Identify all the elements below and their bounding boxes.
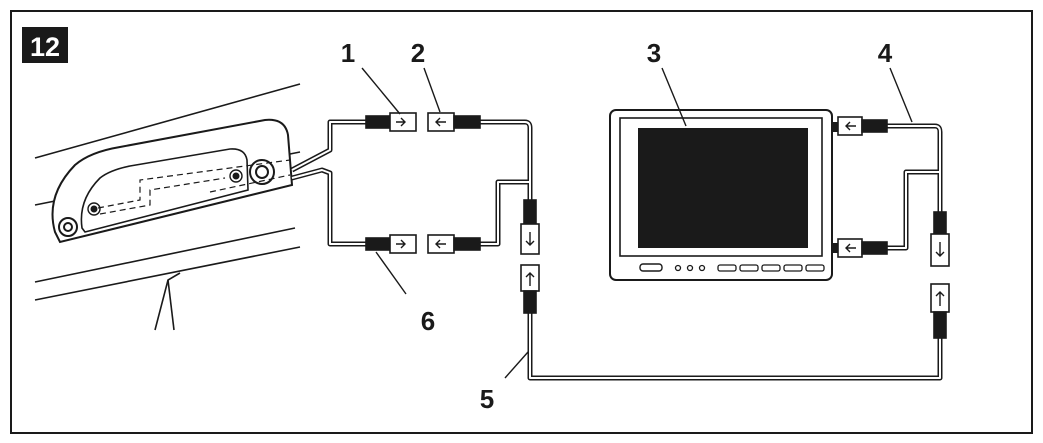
leader-lines [361, 67, 913, 379]
step-number: 12 [30, 32, 60, 62]
monitor-connector-bottom [837, 238, 888, 258]
hidden-cables [97, 159, 291, 215]
connector-bottom-female [427, 234, 481, 254]
callout-1: 1 [341, 38, 355, 68]
right-plug-upper [930, 211, 950, 267]
callout-4: 4 [878, 38, 893, 68]
callout-2: 2 [411, 38, 425, 68]
junction-plug-upper [520, 199, 540, 255]
callout-5: 5 [480, 384, 494, 414]
connector-2 [427, 112, 481, 132]
monitor-connector-top [837, 116, 888, 136]
monitor-screen [638, 128, 808, 248]
right-plug-lower [930, 283, 950, 339]
callout-3: 3 [647, 38, 661, 68]
junction-plug-lower [520, 264, 540, 314]
connector-1 [365, 112, 417, 132]
callout-6: 6 [421, 306, 435, 336]
step-badge: 12 [22, 27, 68, 63]
connector-6 [365, 234, 417, 254]
border [10, 10, 1033, 434]
cables-inner [291, 121, 941, 379]
monitor [609, 109, 838, 281]
